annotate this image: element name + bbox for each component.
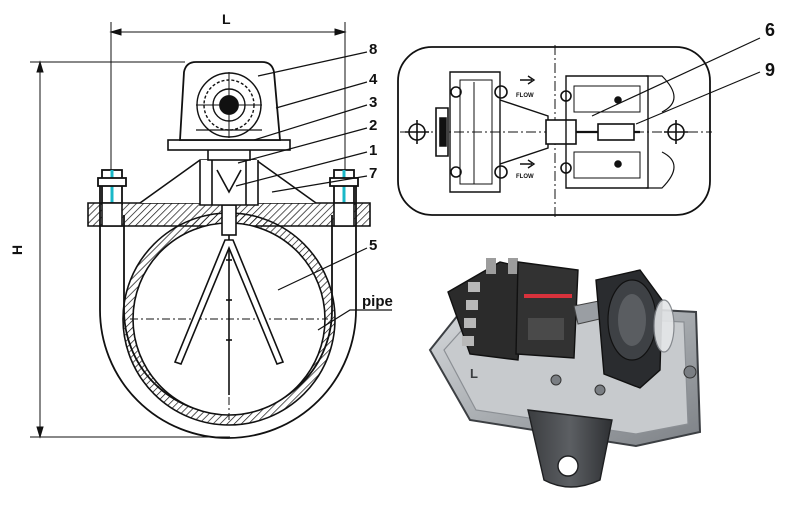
mounting-hole-left xyxy=(405,120,429,144)
pipe-label: pipe xyxy=(362,293,393,310)
flow-label-bottom: FLOW xyxy=(516,174,534,180)
dimension-height xyxy=(30,60,230,439)
callout-3: 3 xyxy=(369,94,377,111)
callout-1: 1 xyxy=(369,142,377,159)
callout-8: 8 xyxy=(369,41,377,58)
flow-label-top: FLOW xyxy=(516,93,534,99)
product-photo xyxy=(428,258,702,488)
mounting-hole-right xyxy=(664,120,688,144)
callout-5: 5 xyxy=(369,237,377,254)
height-label: H xyxy=(9,245,25,255)
leader-lines xyxy=(235,51,392,331)
plan-view xyxy=(397,37,761,220)
callout-6: 6 xyxy=(765,20,775,40)
switch-stem xyxy=(167,139,291,206)
flow-paddle xyxy=(173,204,285,395)
dimension-width xyxy=(109,22,347,175)
width-label: L xyxy=(222,11,231,27)
callout-4: 4 xyxy=(369,71,378,88)
photo-plate-mark: L xyxy=(470,366,478,381)
callout-7: 7 xyxy=(369,165,377,182)
switch-cover xyxy=(179,61,281,141)
section-view xyxy=(30,22,392,439)
callout-2: 2 xyxy=(369,117,377,134)
callout-9: 9 xyxy=(765,60,775,80)
